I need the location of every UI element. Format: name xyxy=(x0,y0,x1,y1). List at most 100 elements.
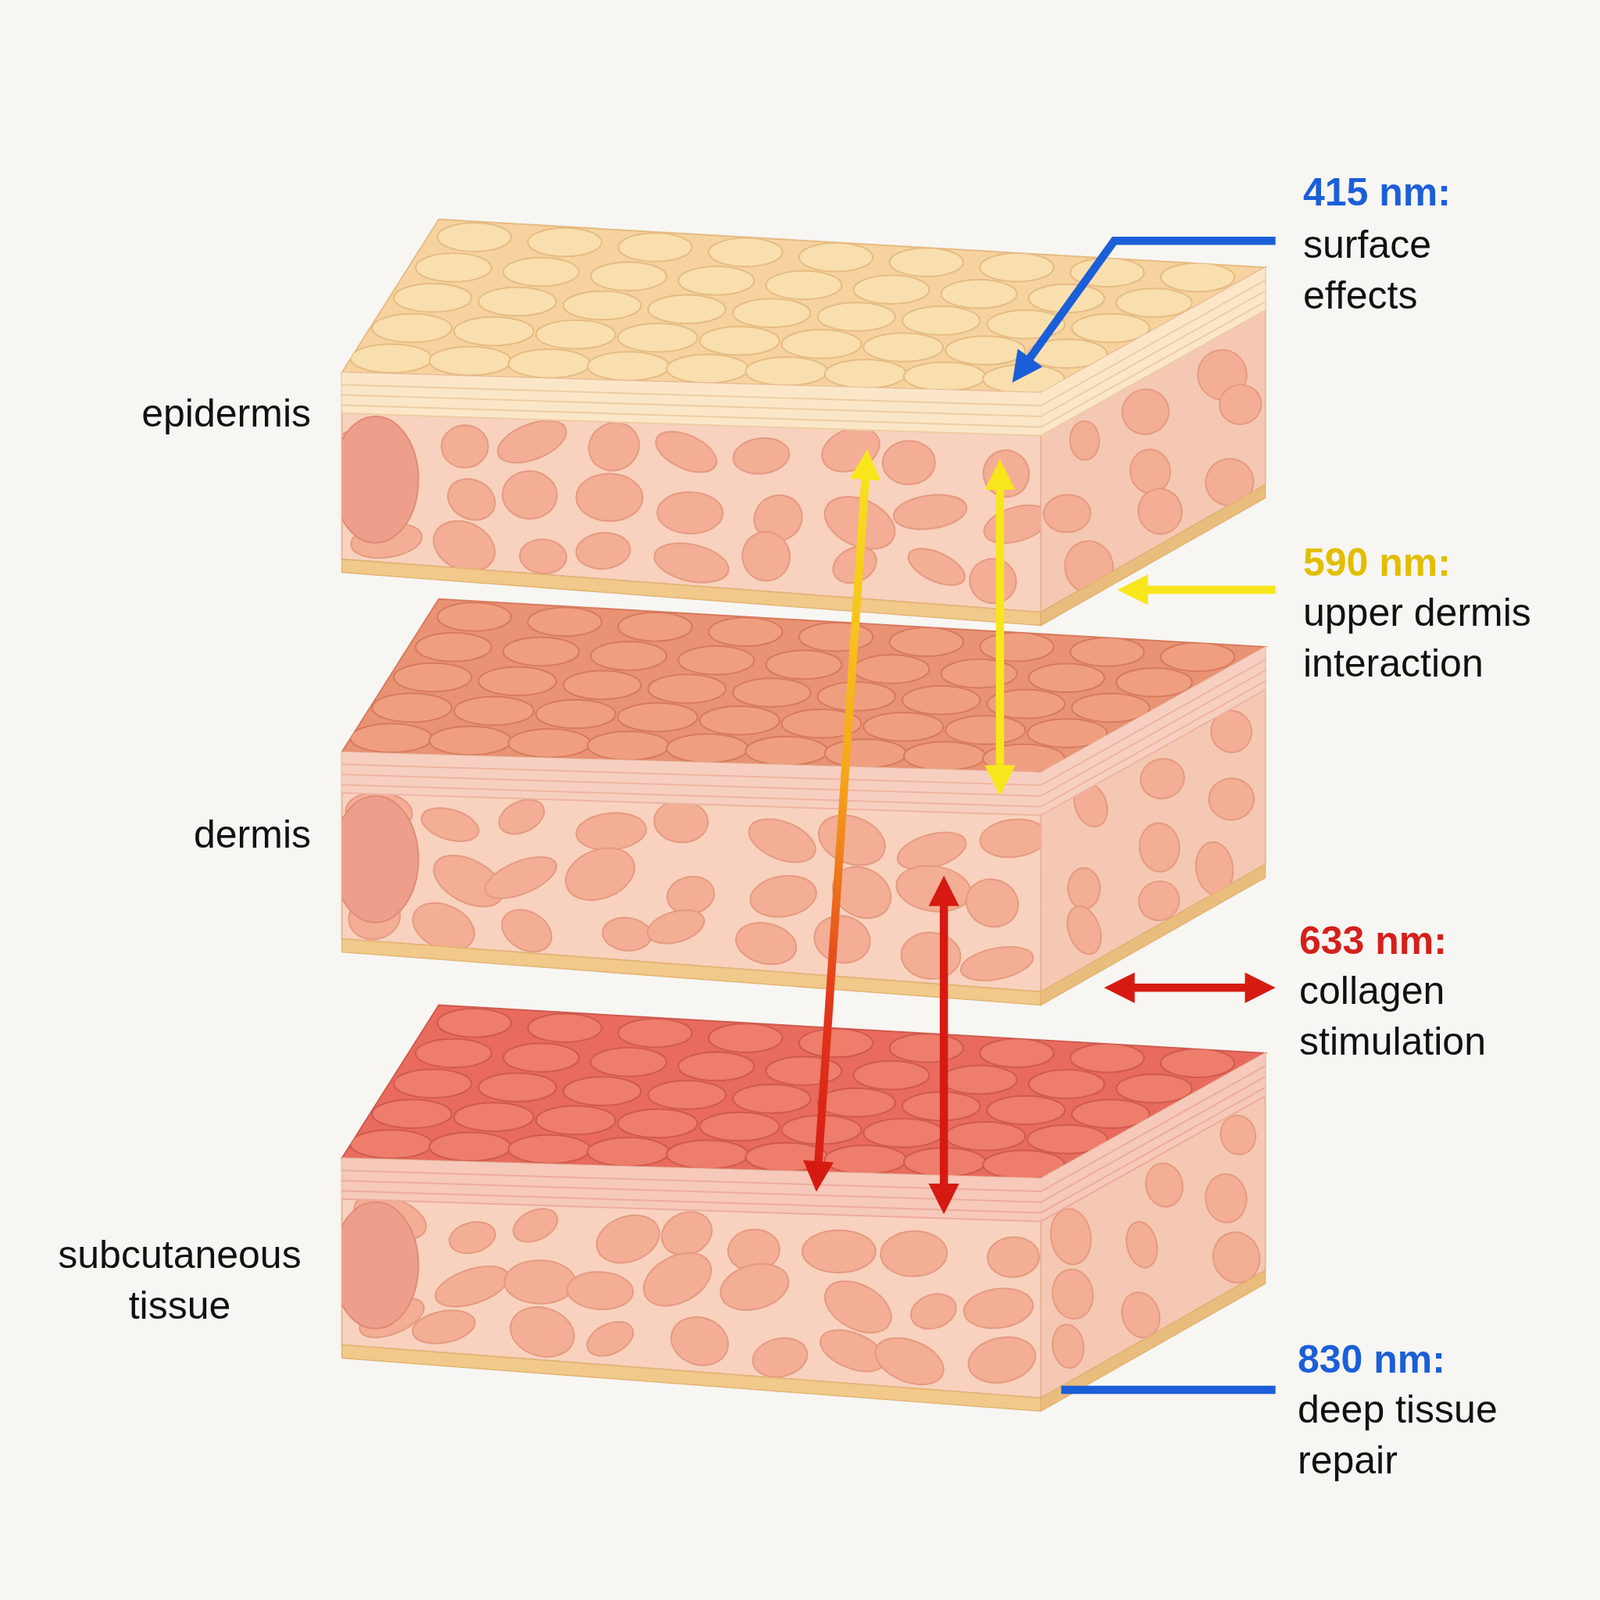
surface-cell xyxy=(1160,1048,1235,1078)
tissue-cell xyxy=(961,1284,1036,1333)
surface-cell xyxy=(863,332,943,362)
surface-cell xyxy=(535,700,616,729)
surface-cell xyxy=(453,317,534,347)
tissue-cell xyxy=(1142,1160,1187,1211)
tissue-cell xyxy=(430,1258,514,1315)
surface-cell xyxy=(393,1069,472,1099)
surface-cell xyxy=(825,1145,907,1175)
surface-cell xyxy=(590,641,667,671)
tissue-cell xyxy=(1067,867,1101,910)
surface-cell xyxy=(350,1129,432,1159)
surface-cell xyxy=(437,1008,511,1038)
surface-cell xyxy=(825,359,907,389)
arrow-head xyxy=(1103,972,1135,1004)
arrow-shaft xyxy=(817,470,867,1171)
tissue-cell xyxy=(634,1242,720,1317)
surface-cell xyxy=(732,678,811,708)
tissue-cell xyxy=(735,525,796,586)
arrow-head xyxy=(1012,349,1043,383)
surface-cell xyxy=(799,622,873,652)
tissue-cell xyxy=(479,848,563,908)
tissue-cell xyxy=(1069,420,1100,461)
wavelength-label: 830 nm: xyxy=(1297,1334,1579,1386)
surface-cell xyxy=(853,654,930,684)
tissue-cell xyxy=(964,1331,1040,1390)
wavelength-label: 590 nm: xyxy=(1303,537,1585,589)
surface-cell xyxy=(453,696,534,726)
tissue-cell xyxy=(893,860,975,916)
tissue-cell xyxy=(979,498,1054,550)
surface-cell xyxy=(941,279,1018,309)
tissue-cell xyxy=(410,1305,479,1348)
surface-cell xyxy=(941,1065,1018,1095)
surface-cell xyxy=(617,1109,698,1139)
arrow-shaft xyxy=(1025,240,1276,365)
surface-cell xyxy=(889,1033,964,1063)
surface-cell xyxy=(941,659,1018,689)
tissue-cell xyxy=(900,930,963,981)
surface-cell xyxy=(587,351,669,381)
tissue-cell xyxy=(1132,483,1187,540)
tissue-cell xyxy=(959,871,1025,934)
tissue-cell xyxy=(664,1310,735,1373)
surface-cell xyxy=(528,607,602,637)
effect-label: deep tissue repair xyxy=(1297,1384,1587,1486)
surface-cell xyxy=(863,712,943,742)
arrow-head xyxy=(928,1183,960,1215)
surface-cell xyxy=(799,1028,873,1058)
tissue-cell xyxy=(810,910,875,969)
tissue-cell xyxy=(518,538,568,575)
skin-slab xyxy=(332,1005,1267,1412)
layer-band xyxy=(342,1157,1042,1222)
layer-line xyxy=(342,1087,1266,1214)
surface-cell xyxy=(535,320,616,350)
tissue-cell xyxy=(957,941,1036,987)
tissue-cell xyxy=(503,1260,576,1305)
surface-cell xyxy=(1116,288,1193,318)
skin-slab xyxy=(332,599,1266,1006)
arrow-head xyxy=(1117,574,1148,605)
surface-cell xyxy=(415,1039,492,1068)
tissue-cell xyxy=(1049,1266,1097,1322)
surface-cell xyxy=(678,266,754,296)
surface-cell xyxy=(979,1039,1054,1068)
surface-cell xyxy=(902,306,980,336)
surface-cell xyxy=(1070,1043,1144,1073)
layer-line xyxy=(342,310,1266,436)
surface-cell xyxy=(371,1099,452,1129)
tissue-cell xyxy=(580,414,648,479)
arrow-shaft xyxy=(1125,983,1255,992)
surface-cell xyxy=(825,739,907,768)
arrow-head xyxy=(984,765,1015,797)
surface-cell xyxy=(393,663,472,693)
surface-cell xyxy=(799,242,873,272)
layer-band xyxy=(342,372,1042,436)
effect-label: collagen stimulation xyxy=(1299,965,1589,1068)
layer-band xyxy=(1040,646,1265,816)
surface-cell xyxy=(945,1121,1025,1151)
surface-cell xyxy=(508,349,590,379)
surface-cell xyxy=(371,314,452,343)
tissue-cell xyxy=(731,435,792,477)
tissue-cell xyxy=(747,871,820,922)
surface-cell xyxy=(617,323,698,353)
surface-cell xyxy=(1160,263,1235,293)
surface-cell xyxy=(503,637,579,667)
arrow-head xyxy=(850,449,881,481)
surface-cell xyxy=(745,357,827,386)
arrow-head xyxy=(1244,972,1275,1004)
surface-cell xyxy=(765,650,842,680)
surface-cell xyxy=(817,682,895,711)
tissue-cell xyxy=(965,554,1021,608)
layer-name: subcutaneous tissue xyxy=(23,1229,336,1332)
surface-cell xyxy=(648,295,726,325)
surface-cell xyxy=(765,271,842,300)
surface-cell xyxy=(678,646,754,675)
tissue-cell xyxy=(742,810,822,871)
tissue-cell xyxy=(650,423,723,481)
surface-cell xyxy=(708,617,783,647)
surface-cell xyxy=(503,1042,579,1072)
effect-label: surface effects xyxy=(1303,219,1538,322)
tissue-cell xyxy=(582,1314,640,1363)
arrow-head xyxy=(984,459,1015,490)
